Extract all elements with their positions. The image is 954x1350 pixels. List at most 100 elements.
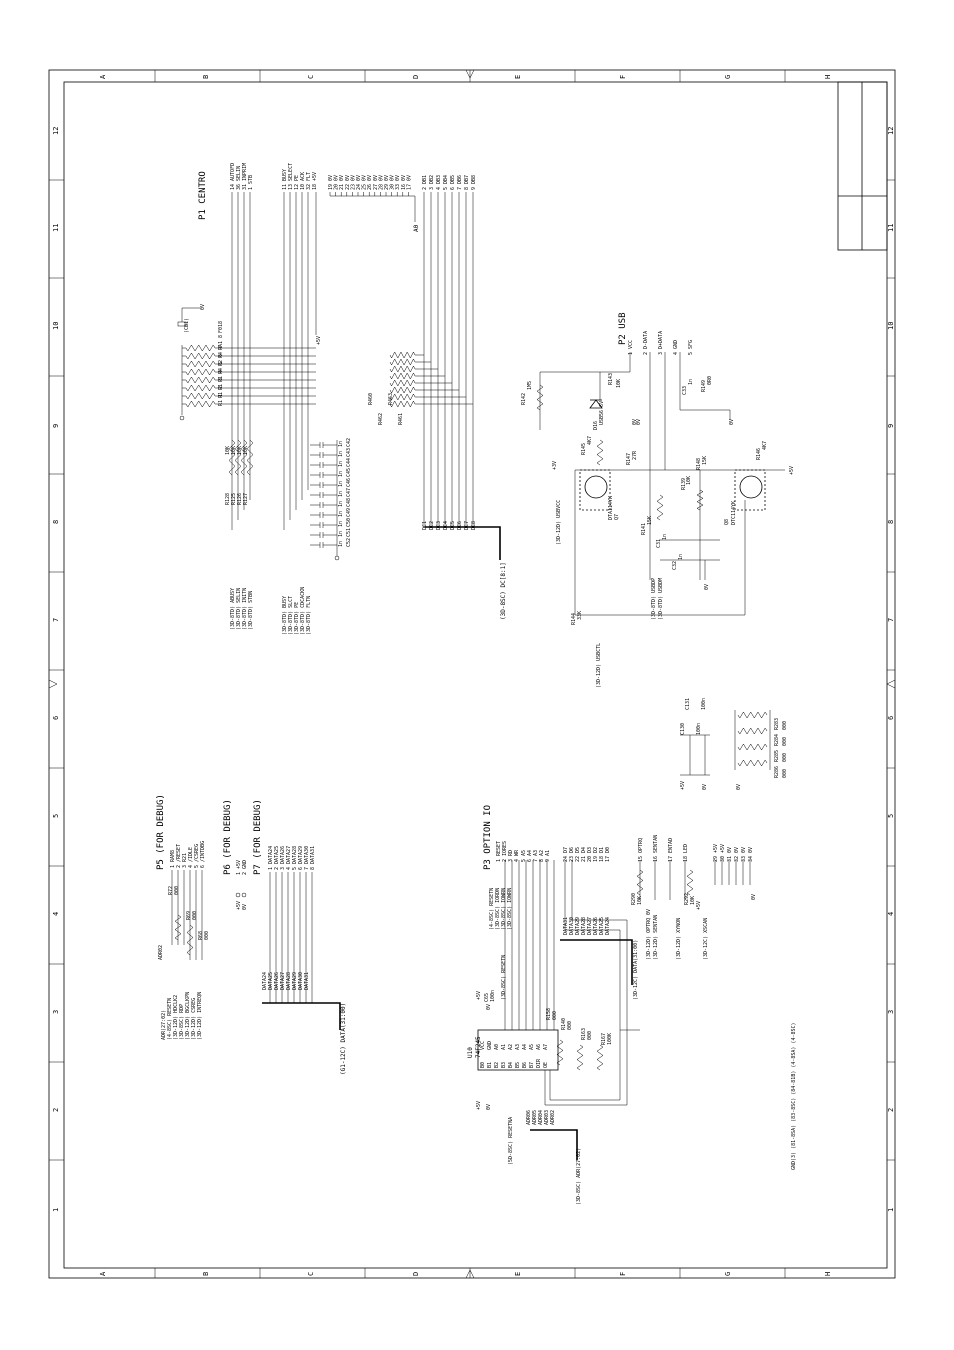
frame-row-right: 9 [887,424,895,428]
p7-pin-label: 7 DATA30 [304,846,310,870]
frame-col-top: H [824,75,832,79]
p1-dc-bus: (3D-8SC) DC[8:1] [500,562,507,620]
p2-part: 1n [662,534,668,540]
frame-row-right: 4 [887,912,895,916]
p5-pin-label: 6 /INTDBG [200,841,206,868]
p1-right-net: (3D-8TD) BUSY [282,596,288,635]
frame-row-left: 2 [52,1108,60,1112]
frame-row-left: 11 [52,224,60,232]
p2-net: (3D-8TD) USBDM [658,578,664,620]
p3-addr-pin: 8 A2 [539,850,545,862]
p1-gnd-pin: 28 0V [378,175,384,190]
p1-db-entry: DC2 [429,521,435,530]
p1-gnd-pin: 33 0V [395,175,401,190]
p1-resistor-array: RA1 8R4 7R2 6R4 5R1 4R1 3R1 2R1 1 [182,335,316,408]
p5-adr-label: ADR02 [158,945,164,960]
p1-db-entry: DC3 [436,521,442,530]
p1-left-net: (3D-8TD) INITN [242,588,248,630]
p2-part: 1n [678,554,684,560]
p3-u-pin: A4 [522,1044,528,1050]
p2-part: C33 [682,386,688,395]
p2-net: (3D-8TD) USBDP [651,578,657,620]
p1-ra-part: R462 [378,413,384,425]
p1-gnd-pin: 26 0V [367,175,373,190]
frame-row-left: 4 [52,912,60,916]
p1-gnd-pin: 27 0V [373,175,379,190]
p2-part: 10K [616,379,622,388]
p3-u-pin: B6 [522,1062,528,1068]
p1-gnd-pin: 22 0V [345,175,351,190]
p1-cap-label: C52 [346,538,352,547]
p5-pin-label: 3 R21 [182,853,188,868]
p3-part: R158 [546,1008,552,1020]
frame-col-bottom: G [724,1272,732,1276]
p3-u-pin: A7 [543,1044,549,1050]
p2-part: R148 [696,458,702,470]
p2-part: R143 [608,373,614,385]
p5-part: 000 [204,931,210,940]
frame-col-top: E [514,75,522,79]
p3-supply: +5V [476,1101,482,1110]
p3-adr-entry: ADR02 [550,1110,556,1125]
p7-pin-label: 5 DATA28 [292,846,298,870]
p1-gnd-pin: 25 0V [362,175,368,190]
p3-supply-pin: 30 +5V [720,844,726,862]
p1-cap-value: 1n [338,501,344,507]
p2-title: P2 USB [618,312,628,345]
p1-title: P1 CENTRO [198,171,208,220]
p1-pin-label: 36 SELIN [236,166,242,190]
p3-u-pin: B2 [494,1062,500,1068]
p2-part: 4K7 [587,436,593,445]
p5-net: (3D-12D) CSREG [191,998,197,1040]
p3-u-pin: A3 [515,1044,521,1050]
p5-part: R68 [198,931,204,940]
p7-pin-label: 6 DATA29 [298,846,304,870]
p1-ra-label: R1 4 [218,370,224,382]
p7-pin-label: 3 DATA26 [280,846,286,870]
p1-cap-label: C47 [346,488,352,497]
p1-cap-value: 1n [338,521,344,527]
p3-top-pin: 4 WR [514,849,520,862]
p1-ground-label: A0 [413,224,420,232]
p2-supply: 0V [729,419,735,425]
p1-cap-value: 1n [338,451,344,457]
p1-gnd-pin: 17 0V [406,175,412,190]
frame-row-right: 12 [887,127,895,135]
frame-row-left: 9 [52,424,60,428]
p1-db-entry: DC6 [457,521,463,530]
p7-bus-entry: DATA29 [292,972,298,990]
p1-right-net: (3D-8TD) PE [294,602,300,635]
p1-pin-label: 1 STB [248,175,254,190]
p7-pin-label: 2 DATA25 [274,846,280,870]
p1-cap-value: 1n [338,531,344,537]
p2-part: R141 [641,523,647,535]
misc-res-label: R283 [774,718,780,730]
p3-supply: +5V [696,901,702,910]
misc-res-value: 000 [782,769,788,778]
p3-top-pin: 2 IORES [502,841,508,862]
p3-data-entry: DATA30 [569,917,575,935]
frame-row-right: 2 [887,1108,895,1112]
p1-cap-value: 1n [338,491,344,497]
frame-col-bottom: H [824,1272,832,1276]
misc-cap: C131 [685,698,691,710]
p3-top-net: (3D-8SC) IORDN [495,888,501,930]
misc-cap: 0V [702,784,708,790]
p1-db-entry: DC1 [422,521,428,530]
p1-db-entry: DC4 [443,521,449,530]
p1-ra-label: RA1 8 [218,335,224,350]
frame-row-right: 6 [887,716,895,720]
p1-ra-label: R1 2 [218,386,224,398]
p3-part: R167 [601,1033,607,1045]
p2-q7-label: Q7 [614,514,620,520]
p3-supply: 0V [751,894,757,900]
p7-bus: (G1-12C) DATA(31:00) [340,1003,347,1075]
frame-col-top: D [412,75,420,79]
p1-gnd-pin: 30 0V [390,175,396,190]
p3-data-pin: 17 D0 [605,847,611,862]
drawing-frame [48,69,896,1279]
